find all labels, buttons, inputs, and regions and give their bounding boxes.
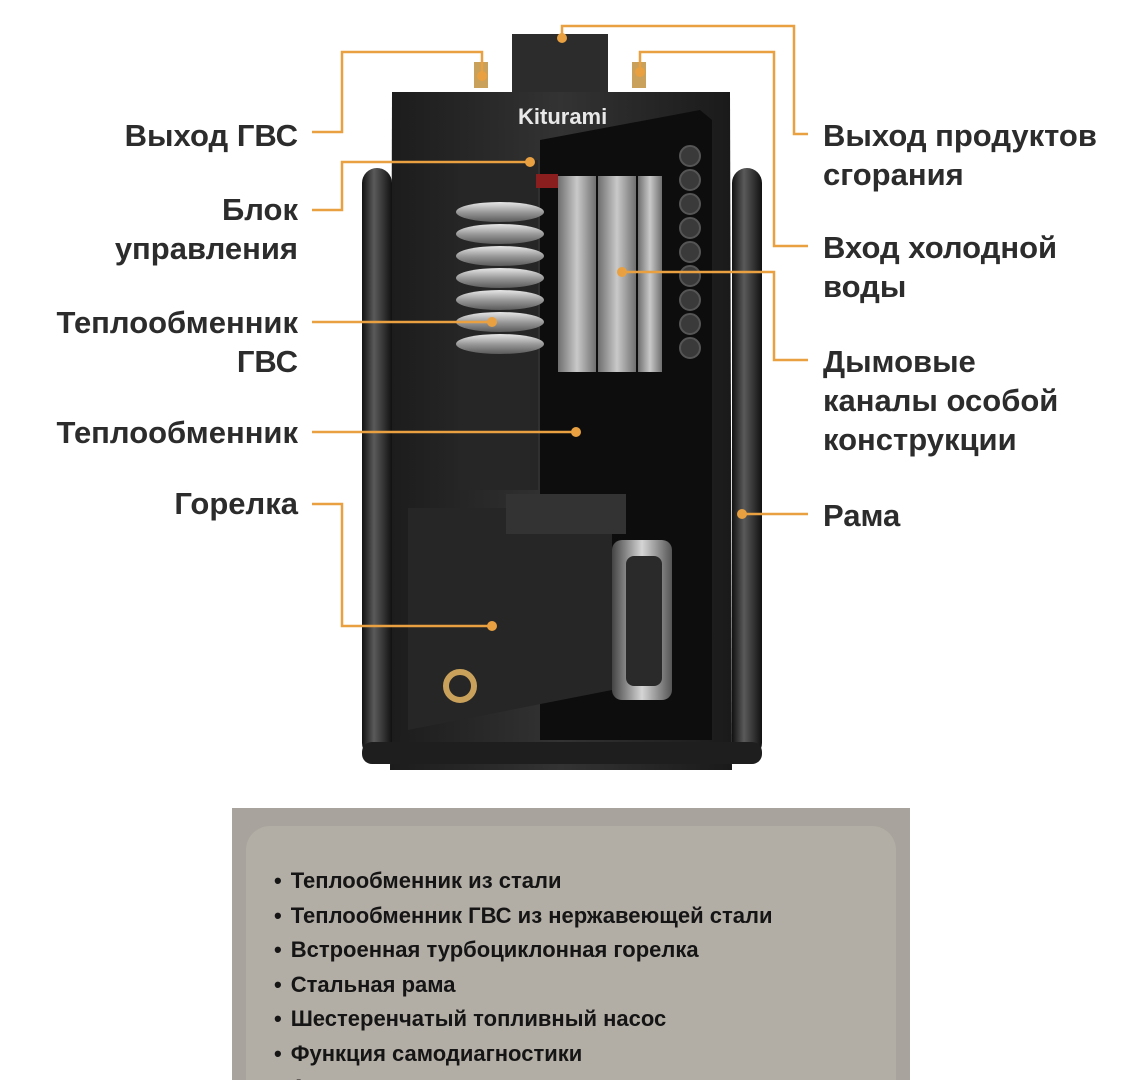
feature-item: Теплообменник из стали — [274, 864, 772, 899]
leader-burner — [312, 502, 492, 628]
features-panel: Теплообменник из стали Теплообменник ГВС… — [232, 808, 910, 1080]
label-flue-out: Выход продуктов сгорания — [823, 118, 1097, 192]
label-dhw-heat-exchanger: Теплообменник ГВС — [56, 305, 298, 379]
label-smoke-channels: Дымовые каналы особой конструкции — [823, 344, 1059, 457]
water-tubes — [679, 145, 701, 359]
features-card: Теплообменник из стали Теплообменник ГВС… — [246, 826, 896, 1080]
leader-flue-out — [560, 24, 808, 136]
smoke-channels — [558, 176, 662, 372]
label-control-block: Блок управления — [114, 192, 298, 266]
leader-lines — [312, 24, 808, 628]
feature-item: Автоматическое выключение котла — [274, 1071, 772, 1080]
control-accent — [536, 174, 558, 188]
label-heat-exchanger: Теплообменник — [56, 415, 298, 450]
frame-bottom — [362, 742, 762, 764]
leader-dots — [477, 33, 747, 631]
leader-dhw-out — [312, 50, 484, 134]
feature-item: Функция самодиагностики — [274, 1037, 772, 1072]
frame-rail-left — [362, 168, 392, 758]
features-list: Теплообменник из стали Теплообменник ГВС… — [274, 864, 773, 1080]
boiler-diagram: Kiturami — [312, 24, 808, 770]
brand-logo: Kiturami — [518, 104, 607, 129]
feature-item: Встроенная турбоциклонная горелка — [274, 933, 772, 968]
dhw-coil — [456, 202, 544, 354]
flue-pipe — [512, 34, 608, 96]
label-cold-water-in: Вход холодной воды — [823, 230, 1058, 304]
label-burner: Горелка — [174, 486, 298, 521]
frame-rail-right — [732, 168, 762, 758]
feature-item: Стальная рама — [274, 968, 772, 1003]
leader-control — [312, 160, 530, 212]
feature-item: Теплообменник ГВС из нержавеющей стали — [274, 899, 773, 934]
label-frame: Рама — [823, 498, 901, 533]
leader-smoke — [622, 270, 808, 362]
leader-cold-in — [638, 50, 808, 248]
feature-item: Шестеренчатый топливный насос — [274, 1002, 772, 1037]
burner — [408, 494, 672, 730]
label-dhw-out: Выход ГВС — [124, 118, 298, 153]
